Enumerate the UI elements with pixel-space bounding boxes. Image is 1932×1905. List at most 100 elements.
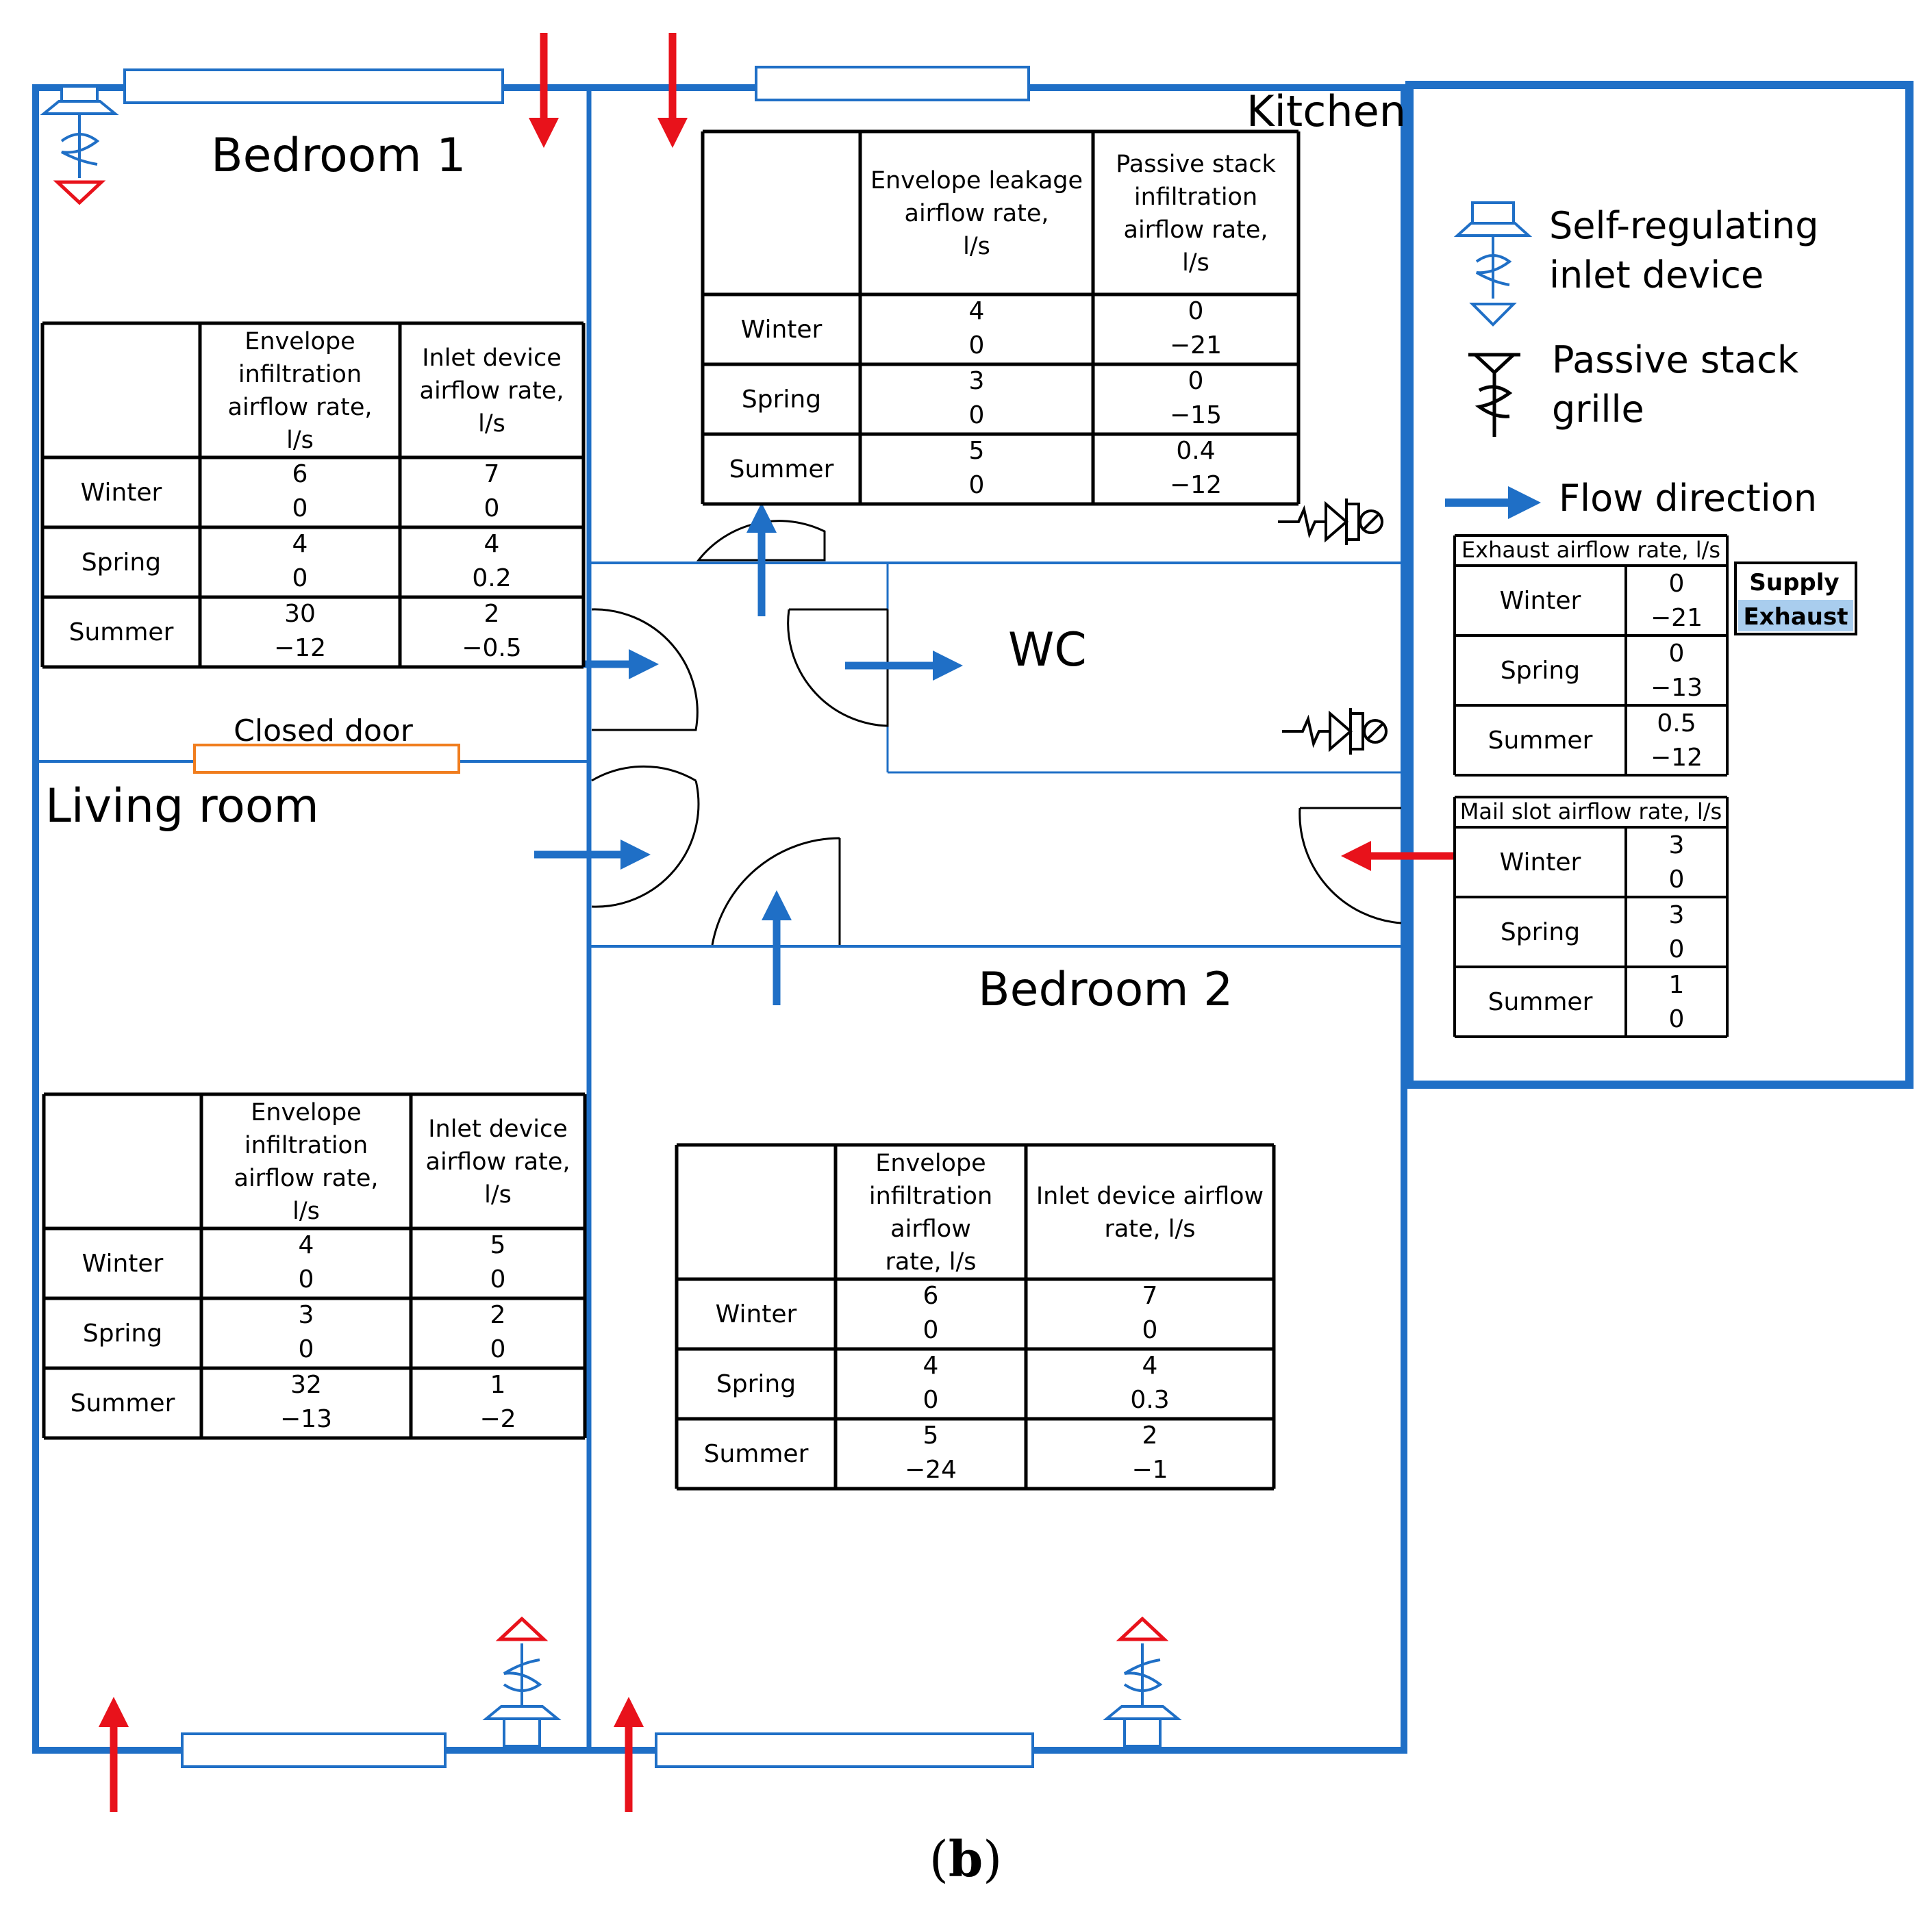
table-supply-value: 7 xyxy=(484,460,500,488)
table-season-label: Summer xyxy=(69,618,174,646)
window-bedroom1 xyxy=(123,68,504,104)
table-exhaust-value: 0 xyxy=(923,1316,939,1344)
table-supply-value: 4 xyxy=(969,297,985,325)
table-supply-value: 5 xyxy=(923,1422,939,1450)
table-supply-value: 32 xyxy=(290,1371,322,1399)
table-supply-value: 4 xyxy=(299,1231,314,1259)
table-supply-value: 0 xyxy=(1669,570,1685,598)
table-supply-value: 0.4 xyxy=(1176,437,1215,465)
table-exhaust-value: 0 xyxy=(969,401,985,429)
supply-exhaust-key: Supply Exhaust xyxy=(1734,562,1857,635)
table-exhaust-value: −12 xyxy=(274,634,326,662)
table-exhaust-value: 0 xyxy=(923,1386,939,1414)
table-supply-value: 6 xyxy=(292,460,308,488)
table-exhaust-value: 0 xyxy=(490,1335,506,1363)
self-regulating-inlet-icon xyxy=(40,85,119,205)
room-wc: WC xyxy=(1008,623,1087,677)
window-living xyxy=(181,1732,447,1768)
table-season-label: Winter xyxy=(716,1300,797,1328)
legend-inlet-line1: Self-regulating xyxy=(1549,204,1819,247)
table-season-label: Spring xyxy=(81,548,161,577)
figure-caption: (b) xyxy=(929,1830,1003,1888)
room-living: Living room xyxy=(45,779,319,833)
legend-flow-direction: Flow direction xyxy=(1559,477,1817,520)
exhaust-fan-icon xyxy=(1282,708,1388,755)
self-regulating-inlet-icon xyxy=(482,1616,562,1748)
windows xyxy=(123,66,1034,1768)
door-living xyxy=(591,765,700,908)
table-season-label: Winter xyxy=(1500,587,1581,615)
table-exhaust-value: 0 xyxy=(969,471,985,499)
table-exhaust-value: 0.2 xyxy=(472,564,511,592)
table-exhaust-value: 0 xyxy=(1669,935,1685,963)
table-exhaust-value: 0 xyxy=(484,494,500,522)
door-bedroom2 xyxy=(711,837,841,946)
table-supply-value: 2 xyxy=(490,1301,506,1329)
table-season-label: Summer xyxy=(704,1440,809,1468)
table-supply-value: 5 xyxy=(490,1231,506,1259)
table-supply-value: 0 xyxy=(1188,367,1204,395)
table-season-label: Spring xyxy=(742,386,821,414)
table-exhaust-value: −21 xyxy=(1651,604,1703,632)
legend-inlet-line2: inlet device xyxy=(1549,253,1764,297)
table-supply-value: 4 xyxy=(292,530,308,558)
passive-stack-grille-icon xyxy=(1468,353,1520,437)
table-supply-value: 7 xyxy=(1142,1282,1158,1310)
table-season-label: Winter xyxy=(1500,848,1581,876)
table-exhaust-value: 0 xyxy=(299,1335,314,1363)
closed-door xyxy=(193,744,460,774)
table-supply-value: 3 xyxy=(1669,901,1685,929)
table-season-label: Summer xyxy=(1488,988,1593,1016)
table-title: Exhaust airflow rate, l/s xyxy=(1461,537,1720,563)
table-exhaust-value: −13 xyxy=(280,1405,332,1433)
table-exhaust-value: −12 xyxy=(1170,471,1222,499)
table-exhaust-value: −1 xyxy=(1131,1456,1168,1484)
room-bedroom1: Bedroom 1 xyxy=(211,129,466,183)
table-supply-value: 3 xyxy=(1669,831,1685,859)
table-supply-value: 6 xyxy=(923,1282,939,1310)
table-season-label: Winter xyxy=(82,1250,164,1278)
table-supply-value: 2 xyxy=(1142,1422,1158,1450)
table-supply-value: 1 xyxy=(1669,971,1685,999)
table-supply-value: 30 xyxy=(284,600,316,628)
table-season-label: Spring xyxy=(83,1320,162,1348)
window-bedroom2 xyxy=(655,1732,1034,1768)
table-supply-value: 5 xyxy=(969,437,985,465)
table-mail-slot: Mail slot airflow rate, l/sWinter30Sprin… xyxy=(1453,796,1729,1038)
table-supply-value: 3 xyxy=(969,367,985,395)
table-supply-value: 0 xyxy=(1669,640,1685,668)
table-exhaust-value: 0.3 xyxy=(1130,1386,1169,1414)
closed-door-label: Closed door xyxy=(234,714,414,748)
table-exhaust-value: 0 xyxy=(299,1265,314,1294)
table-season-label: Spring xyxy=(716,1370,796,1398)
caption-letter: b xyxy=(949,1830,983,1888)
room-bedroom2: Bedroom 2 xyxy=(978,963,1233,1017)
table-supply-value: 0.5 xyxy=(1657,709,1696,737)
legend-frame xyxy=(1405,81,1914,1089)
table-supply-value: 4 xyxy=(484,530,500,558)
key-supply: Supply xyxy=(1749,569,1839,596)
supply-arrows xyxy=(99,33,1459,1812)
table-supply-value: 0 xyxy=(1188,297,1204,325)
flow-arrows xyxy=(534,503,963,1005)
table-supply-value: 4 xyxy=(1142,1352,1158,1380)
door-wc xyxy=(787,608,889,727)
table-supply-value: 2 xyxy=(484,600,500,628)
table-season-label: Winter xyxy=(81,479,162,507)
table-exhaust-value: 0 xyxy=(1142,1316,1158,1344)
table-title: Mail slot airflow rate, l/s xyxy=(1460,798,1722,824)
table-exhaust-value: 0 xyxy=(292,494,308,522)
table-exhaust-value: 0 xyxy=(490,1265,506,1294)
table-exhaust-value: 0 xyxy=(1669,866,1685,894)
